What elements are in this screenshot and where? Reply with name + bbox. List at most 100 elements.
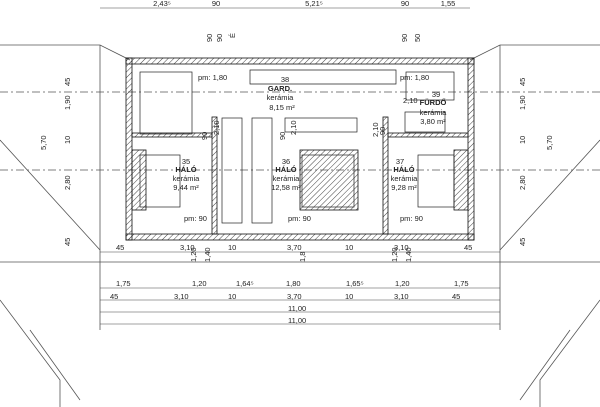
svg-text:1,20: 1,20 — [395, 279, 410, 288]
left-dimensions: 5,70 45 1,90 10 2,80 45 — [39, 78, 72, 246]
right-dim-4: 2,80 — [518, 175, 527, 190]
top-dim-5: 1,55 — [441, 0, 456, 8]
roof-outline — [0, 44, 600, 407]
room-37: 37 HÁLÓ kerámia 9,28 m² — [391, 157, 419, 192]
svg-text:8,15 m²: 8,15 m² — [269, 103, 295, 112]
svg-text:10: 10 — [228, 243, 236, 252]
v-top-left-1: 90 — [205, 34, 214, 42]
svg-text:36: 36 — [282, 157, 290, 166]
bottom-row-2: 1,75 1,20 1,64⁵ 1,80 1,65⁵ 1,20 1,75 — [116, 279, 469, 288]
right-dim-5: 45 — [518, 238, 527, 246]
v-top-left-2: 90 — [215, 34, 224, 42]
pm-bottom-3: pm: 90 — [400, 214, 423, 223]
pm-bottom-2: pm: 90 — [288, 214, 311, 223]
svg-text:1,75: 1,75 — [116, 279, 131, 288]
svg-text:1,65⁵: 1,65⁵ — [346, 279, 364, 288]
svg-text:1,64⁵: 1,64⁵ — [236, 279, 254, 288]
svg-text:1,20: 1,20 — [189, 247, 198, 262]
right-dim-outer: 5,70 — [545, 135, 554, 150]
svg-text:kerámia: kerámia — [391, 174, 419, 183]
north-label: É — [228, 33, 237, 38]
svg-text:1,40: 1,40 — [203, 247, 212, 262]
right-dimensions: 5,70 45 1,90 10 2,80 45 — [518, 78, 554, 246]
walls — [125, 57, 475, 241]
svg-text:GARD.: GARD. — [268, 84, 292, 93]
svg-text:kerámia: kerámia — [420, 108, 448, 117]
svg-text:45: 45 — [452, 292, 460, 301]
bottom-dimensions — [100, 251, 500, 325]
svg-text:HÁLÓ: HÁLÓ — [175, 165, 196, 174]
svg-text:45: 45 — [464, 243, 472, 252]
bottom-row-1: 45 3,10 10 3,70 10 3,10 45 — [116, 243, 472, 252]
pm-labels: pm: 1,80 pm: 1,80 pm: 90 pm: 90 pm: 90 — [184, 73, 429, 223]
svg-text:12,58 m²: 12,58 m² — [271, 183, 301, 192]
left-dim-5: 45 — [63, 238, 72, 246]
furniture — [139, 69, 455, 224]
left-dim-4: 2,80 — [63, 175, 72, 190]
pm-top-left: pm: 1,80 — [198, 73, 227, 82]
svg-text:kerámia: kerámia — [273, 174, 301, 183]
top-dimensions: 2,43⁵ 90 5,21⁵ 90 1,55 É 90 90 90 50 — [100, 0, 470, 42]
door-dimensions: 90 2,10 90 2,10 90 2,10 2,10 — [200, 96, 418, 140]
svg-text:3,70: 3,70 — [287, 243, 302, 252]
svg-text:35: 35 — [182, 157, 190, 166]
svg-text:45: 45 — [110, 292, 118, 301]
v-top-right-2: 50 — [413, 34, 422, 42]
svg-text:FÜRDŐ: FÜRDŐ — [420, 98, 447, 107]
bottom-row-3: 45 3,10 10 3,70 10 3,10 45 — [110, 292, 460, 301]
svg-text:HÁLÓ: HÁLÓ — [393, 165, 414, 174]
right-dim-3: 10 — [518, 136, 527, 144]
bottom-row-5: 11,00 — [288, 316, 306, 325]
svg-text:3,10: 3,10 — [180, 243, 195, 252]
room-35: 35 HÁLÓ kerámia 9,44 m² — [173, 157, 201, 192]
svg-text:37: 37 — [396, 157, 404, 166]
right-dim-1: 45 — [518, 78, 527, 86]
svg-text:1,20: 1,20 — [192, 279, 207, 288]
pm-top-right: pm: 1,80 — [400, 73, 429, 82]
room-38: 38 GARD. kerámia 8,15 m² — [267, 75, 296, 112]
bottom-row-1-vertical: 1,20 1,40 1,8 1,20 1,40 — [189, 247, 413, 262]
door-dim-5: 90 — [378, 127, 387, 135]
svg-text:1,75: 1,75 — [454, 279, 469, 288]
door-dim-4: 2,10 — [289, 120, 298, 135]
top-dim-4: 90 — [401, 0, 409, 8]
top-dim-3: 5,21⁵ — [305, 0, 323, 8]
svg-text:3,70: 3,70 — [287, 292, 302, 301]
left-dim-outer: 5,70 — [39, 135, 48, 150]
svg-text:38: 38 — [281, 75, 289, 84]
svg-text:9,44 m²: 9,44 m² — [173, 183, 199, 192]
left-dim-1: 45 — [63, 78, 72, 86]
bottom-row-4: 11,00 — [288, 304, 306, 313]
svg-text:10: 10 — [228, 292, 236, 301]
top-dim-2: 90 — [212, 0, 220, 8]
svg-text:kerámia: kerámia — [173, 174, 201, 183]
door-dim-7: 2,10 — [403, 96, 418, 105]
left-dim-2: 1,90 — [63, 95, 72, 110]
svg-text:3,10: 3,10 — [394, 243, 409, 252]
pm-bottom-1: pm: 90 — [184, 214, 207, 223]
svg-text:45: 45 — [116, 243, 124, 252]
room-39: 39 FÜRDŐ kerámia 3,80 m² — [420, 90, 448, 126]
svg-text:10: 10 — [345, 292, 353, 301]
door-dim-2: 2,10 — [212, 120, 221, 135]
svg-text:11,00: 11,00 — [288, 304, 306, 313]
right-dim-2: 1,90 — [518, 95, 527, 110]
svg-text:11,00: 11,00 — [288, 316, 306, 325]
door-dim-6: 2,10 — [371, 122, 380, 137]
svg-text:1,40: 1,40 — [404, 247, 413, 262]
door-dim-3: 90 — [278, 132, 287, 140]
svg-text:HÁLÓ: HÁLÓ — [275, 165, 296, 174]
top-dim-1: 2,43⁵ — [153, 0, 171, 8]
svg-text:1,80: 1,80 — [286, 279, 301, 288]
room-36: 36 HÁLÓ kerámia 12,58 m² — [271, 157, 301, 192]
svg-text:3,10: 3,10 — [394, 292, 409, 301]
svg-text:3,10: 3,10 — [174, 292, 189, 301]
svg-text:1,20: 1,20 — [390, 247, 399, 262]
svg-text:1,8: 1,8 — [298, 252, 307, 262]
left-dim-3: 10 — [63, 136, 72, 144]
v-top-right-1: 90 — [400, 34, 409, 42]
door-dim-1: 90 — [200, 132, 209, 140]
svg-text:9,28 m²: 9,28 m² — [391, 183, 417, 192]
svg-text:kerámia: kerámia — [267, 93, 295, 102]
